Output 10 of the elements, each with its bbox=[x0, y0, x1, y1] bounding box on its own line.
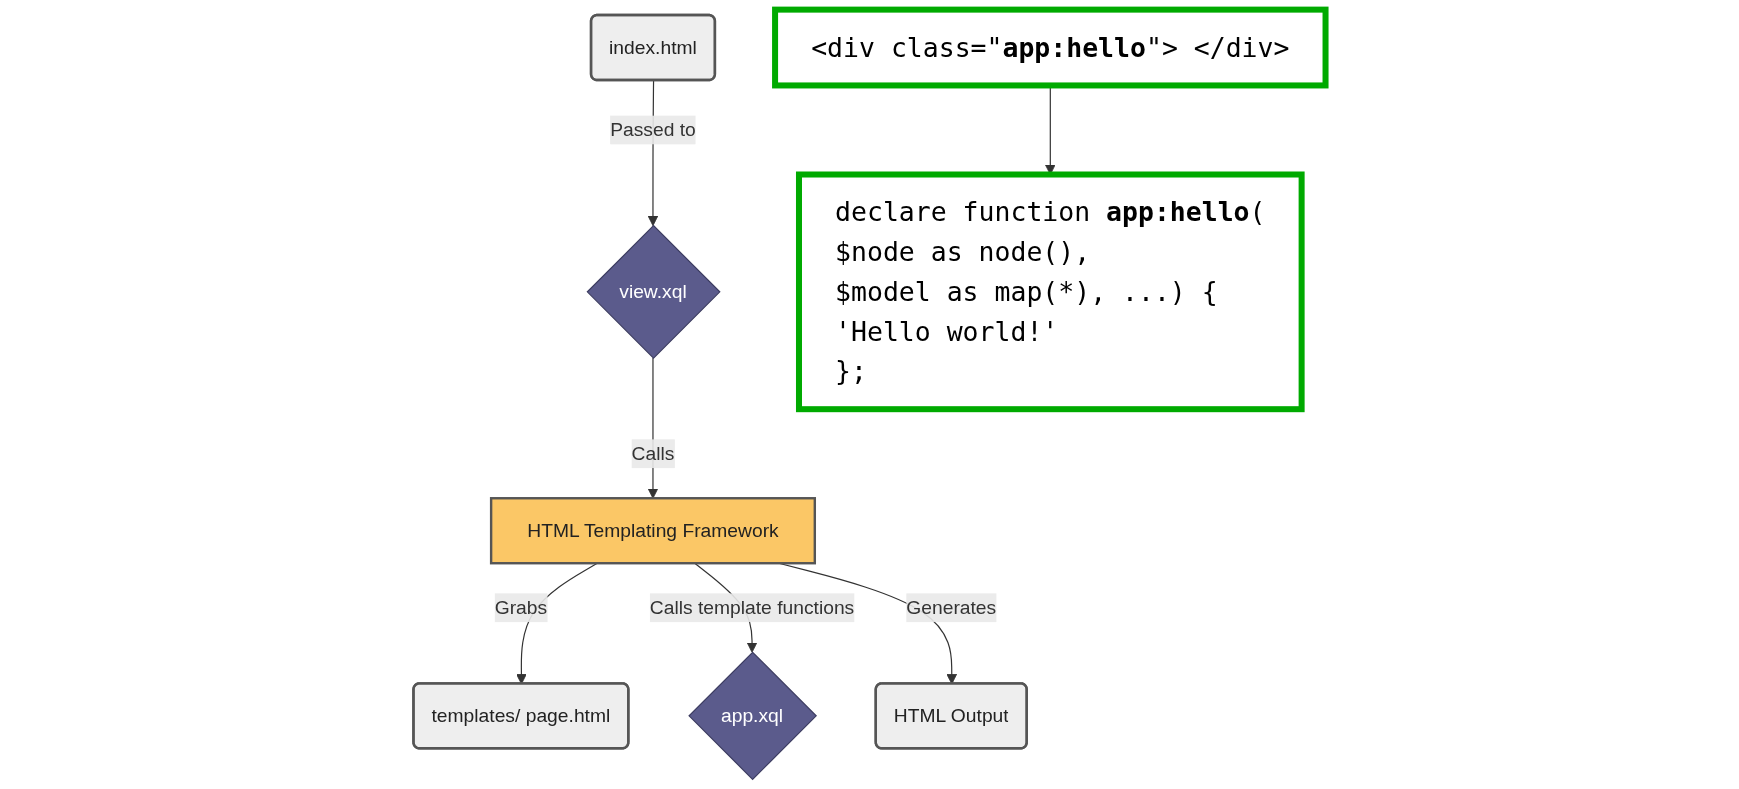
node-box: <div class="app:hello"> </div> bbox=[772, 6, 1329, 89]
node-diamond: app.xql bbox=[688, 651, 818, 781]
node-box: HTML Templating Framework bbox=[489, 497, 816, 565]
node-box: declare function app:hello( $node as node(), $model as map(*), ...) { 'Hello world!' }; bbox=[796, 171, 1305, 413]
edge-label: Grabs bbox=[494, 596, 548, 618]
node-diamond: view.xql bbox=[586, 224, 721, 359]
edge-label: Generates bbox=[906, 596, 997, 618]
edge-label: Calls bbox=[631, 442, 675, 464]
edge-label: Calls template functions bbox=[649, 596, 855, 618]
edge-label: Passed to bbox=[610, 119, 696, 140]
